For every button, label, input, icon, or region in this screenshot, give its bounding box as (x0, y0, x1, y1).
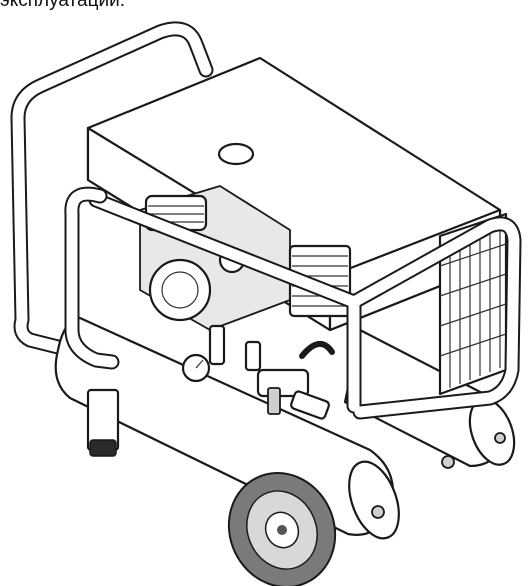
caption-text: эксплуатации. (0, 0, 125, 11)
top-cap-icon (217, 142, 255, 166)
front-handle-frame (64, 186, 522, 420)
wheel (227, 472, 337, 586)
main-air-tank (54, 316, 455, 540)
drain-leg (86, 388, 120, 457)
valves-and-fittings (181, 324, 335, 420)
rear-handle-frame (10, 21, 214, 358)
